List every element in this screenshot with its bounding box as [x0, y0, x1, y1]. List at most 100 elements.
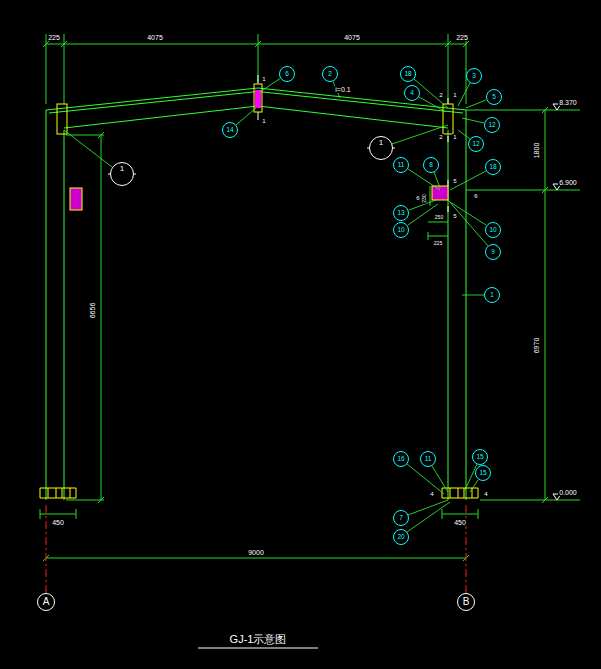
- dimension-text: 2: [438, 134, 443, 140]
- callout-number: 8: [423, 157, 439, 173]
- callout-number: 18: [400, 66, 416, 82]
- dimension-text: 1: [261, 76, 266, 82]
- dimension-text: 8.370: [558, 99, 578, 106]
- dimension-text: 4075: [343, 34, 361, 41]
- corbel-right: [432, 186, 448, 200]
- dimension-text: 6970: [533, 336, 540, 354]
- steel-frame: [46, 88, 466, 500]
- callout-text: 13: [397, 210, 404, 217]
- dimension-text: 0.000: [558, 489, 578, 496]
- axis-lines: [46, 505, 466, 593]
- callout-number: 15: [475, 465, 491, 481]
- ridge-plate-outline: [254, 84, 262, 112]
- callout-number: 14: [222, 122, 238, 138]
- axis-bubble: A: [37, 593, 55, 611]
- eave-plate-left: [57, 104, 67, 134]
- dimension-text: 1800: [533, 141, 540, 159]
- callout-number: 10: [485, 222, 501, 238]
- callout-number: 9: [485, 244, 501, 260]
- dimension-text: 225: [455, 34, 469, 41]
- dimension-text: 1: [452, 92, 457, 98]
- dimension-text: 250: [434, 215, 444, 220]
- callout-text: 12: [488, 122, 495, 129]
- callout-number: 11: [393, 157, 409, 173]
- dimension-text: 225: [433, 241, 443, 246]
- dimension-text: 6: [415, 195, 420, 201]
- corbel-left: [70, 188, 82, 210]
- callout-text: B: [463, 597, 470, 607]
- dimension-text: 9000: [247, 549, 265, 556]
- callout-text: 20: [397, 534, 404, 541]
- dimension-text: 4: [483, 491, 488, 497]
- callout-text: 9: [491, 249, 495, 256]
- callout-number: 16: [393, 451, 409, 467]
- callout-text: 1: [490, 292, 494, 299]
- dimension-lines: [40, 34, 580, 561]
- callout-number: 3: [466, 68, 482, 84]
- dimension-text: 2: [438, 92, 443, 98]
- callout-text: 14: [226, 127, 233, 134]
- callout-text: 1: [379, 139, 383, 147]
- callout-text: 4: [410, 90, 414, 97]
- callout-text: 11: [398, 162, 405, 169]
- callout-text: 15: [476, 454, 483, 461]
- callout-number: 5: [486, 89, 502, 105]
- callout-number: 13: [393, 205, 409, 221]
- callout-number: 7: [393, 510, 409, 526]
- callout-text: 18: [404, 71, 411, 78]
- callout-number: 2: [322, 66, 338, 82]
- axis-bubble: B: [457, 593, 475, 611]
- callout-text: 18: [489, 164, 496, 171]
- callout-text: 15: [479, 470, 486, 477]
- dimension-text: 6: [473, 193, 478, 199]
- dimension-text: 225: [47, 34, 61, 41]
- callout-number: 10: [393, 222, 409, 238]
- callout-number: 20: [393, 529, 409, 545]
- callout-text: 5: [492, 94, 496, 101]
- leader-lines: [64, 79, 488, 533]
- callout-number: 18: [485, 159, 501, 175]
- eave-plate-right: [443, 104, 453, 134]
- callout-text: 8: [429, 162, 433, 169]
- elevation-marks: [553, 104, 561, 500]
- callout-text: 3: [472, 73, 476, 80]
- dimension-text: 5: [452, 213, 457, 219]
- callout-number: 4: [404, 85, 420, 101]
- callout-text: 1: [120, 165, 124, 173]
- callout-text: 12: [472, 141, 479, 148]
- section-cut-marks: [108, 75, 448, 212]
- callout-text: 7: [399, 515, 403, 522]
- callout-number: 6: [279, 66, 295, 82]
- title-underline: [198, 648, 318, 649]
- dimension-text: 6656: [89, 301, 96, 319]
- drawing-title: GJ-1示意图: [229, 634, 288, 645]
- callout-number: 1: [484, 287, 500, 303]
- dimension-text: 6.900: [558, 179, 578, 186]
- dimension-text: 5: [452, 178, 457, 184]
- base-plates: [40, 488, 478, 498]
- callout-text: 10: [397, 227, 404, 234]
- dimension-text: 1: [261, 118, 266, 124]
- ridge-plate: [255, 90, 261, 108]
- callout-number: 15: [472, 449, 488, 465]
- dimension-text: 4: [429, 491, 434, 497]
- dimension-text: 450: [51, 519, 65, 526]
- section-symbol: 1: [369, 136, 393, 160]
- callout-number: 11: [420, 451, 436, 467]
- callout-text: 16: [397, 456, 404, 463]
- section-symbol: 1: [110, 162, 134, 186]
- callout-text: 2: [328, 71, 332, 78]
- callout-number: 12: [484, 117, 500, 133]
- callout-text: A: [43, 597, 50, 607]
- dimension-text: 4075: [146, 34, 164, 41]
- callout-text: 10: [489, 227, 496, 234]
- dimension-text: 230: [422, 193, 427, 203]
- callout-text: 11: [425, 456, 432, 463]
- callout-number: 12: [468, 136, 484, 152]
- callout-text: 6: [285, 71, 289, 78]
- dimension-text: i=0.1: [334, 86, 351, 93]
- dimension-text: 1: [452, 134, 457, 140]
